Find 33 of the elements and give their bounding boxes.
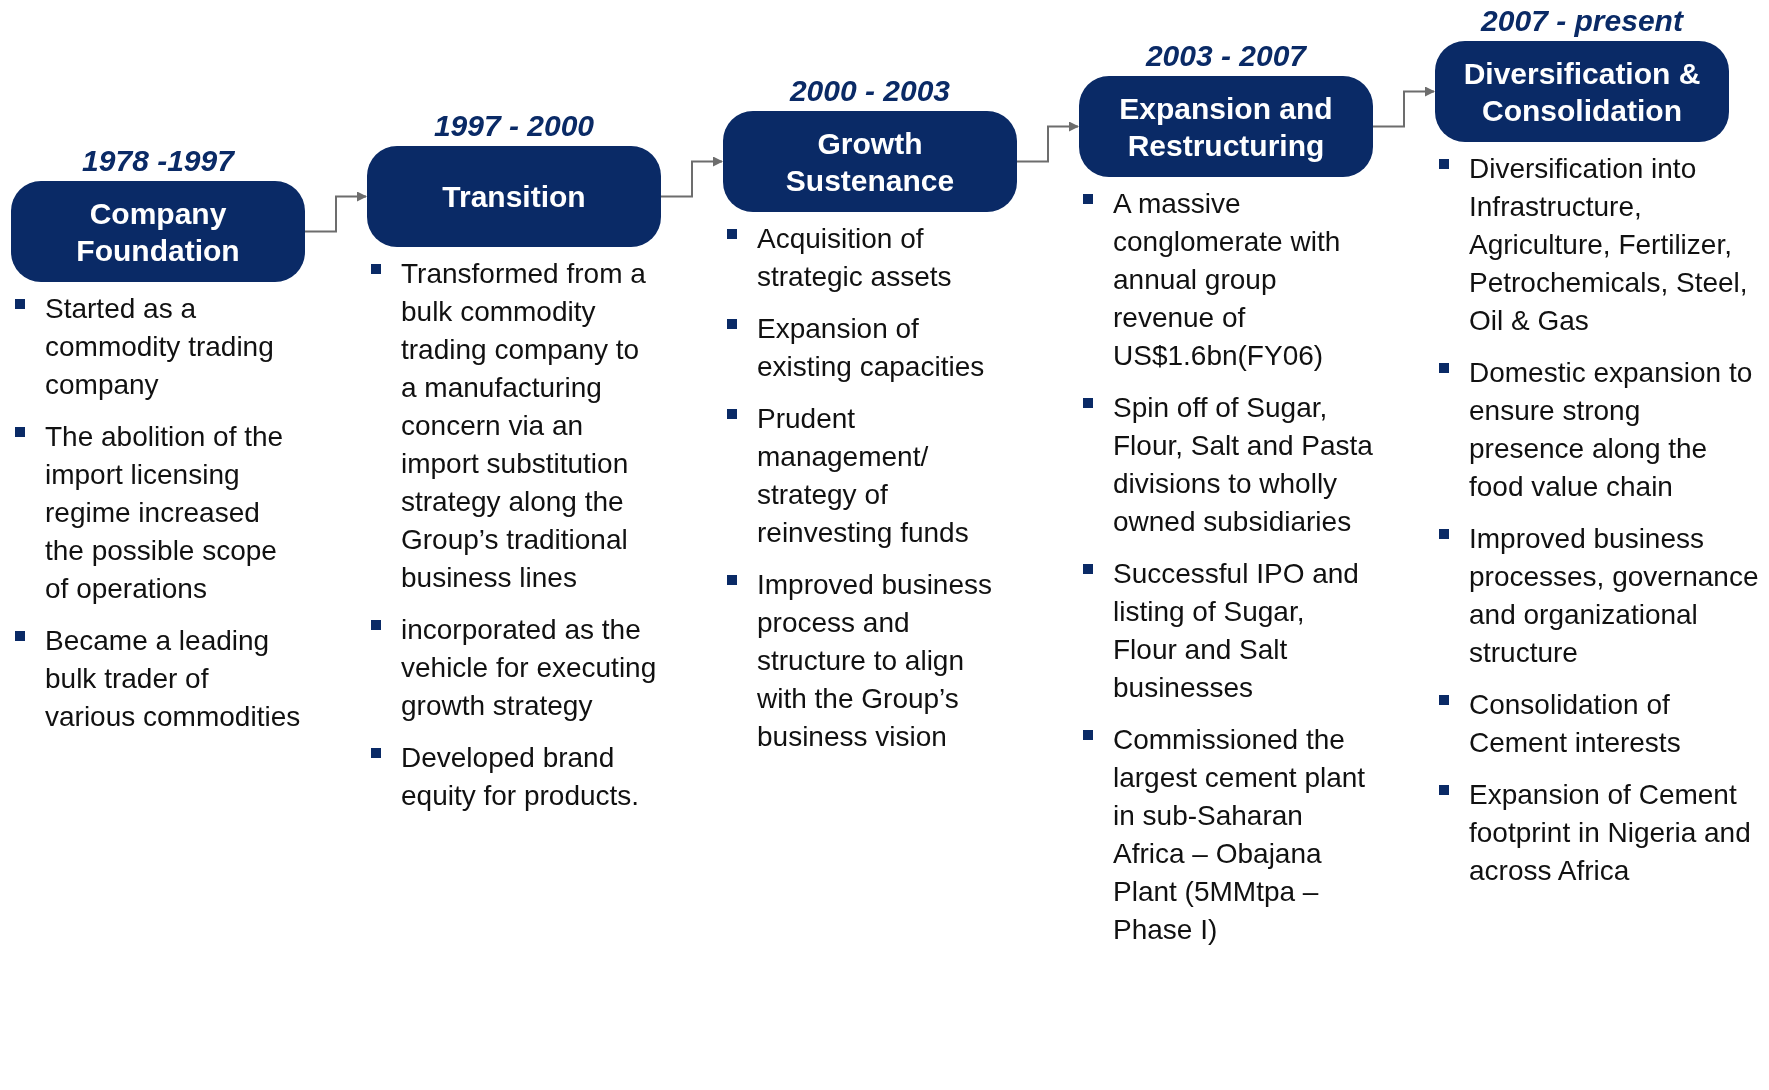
bullet-text: Expansion of Cement footprint in Nigeria and across Africa bbox=[1469, 778, 1752, 888]
bullet-text: The abolition of the import licensing regime increased the possible scope of operations bbox=[45, 420, 285, 606]
bullet-text: Prudent management/ strategy of reinvesting funds bbox=[757, 402, 970, 550]
arrow bbox=[304, 191, 367, 233]
stage-box: Diversification & Consolidation bbox=[1435, 41, 1729, 142]
period-label: 1997 - 2000 bbox=[433, 108, 595, 144]
bullet-text: Became a leading bulk trader of various commodities bbox=[45, 624, 302, 734]
bullet-text: Transformed from a bulk commodity trading company to a manufacturing concern via an import substitution strategy along the Group’s traditional business lines bbox=[401, 257, 647, 595]
arrow bbox=[1016, 121, 1079, 163]
period-label: 2003 - 2007 bbox=[1145, 38, 1307, 74]
bullet-text: Started as a commodity trading company bbox=[45, 292, 275, 402]
bullet-text: Domestic expansion to ensure strong presence along the food value chain bbox=[1469, 356, 1754, 504]
stage-box: Company Foundation bbox=[11, 181, 305, 282]
arrow bbox=[660, 156, 723, 198]
stage-box: Transition bbox=[367, 146, 661, 247]
bullet-text: Improved business process and structure to align with the Group’s business vision bbox=[757, 568, 993, 754]
bullet-text: A massive conglomerate with annual group revenue of US$1.6bn(FY06) bbox=[1113, 187, 1342, 373]
bullet-text: incorporated as the vehicle for executing growth strategy bbox=[401, 613, 658, 723]
bullet-text: Improved business processes, governance and organizational structure bbox=[1469, 522, 1759, 670]
stage-box: Expansion and Restructuring bbox=[1079, 76, 1373, 177]
bullet-text: Commissioned the largest cement plant in sub-Saharan Africa – Obajana Plant (5MMtpa – Phase I) bbox=[1113, 723, 1367, 947]
bullet-text: Acquisition of strategic assets bbox=[757, 222, 953, 294]
period-label: 2007 - present bbox=[1481, 3, 1683, 39]
bullet-text: Spin off of Sugar, Flour, Salt and Pasta divisions to wholly owned subsidiaries bbox=[1113, 391, 1373, 539]
stage-box: Growth Sustenance bbox=[723, 111, 1017, 212]
period-label: 2000 - 2003 bbox=[789, 73, 951, 109]
bullet-text: Expansion of existing capacities bbox=[757, 312, 986, 384]
period-label: 1978 -1997 bbox=[82, 143, 234, 179]
bullet-text: Successful IPO and listing of Sugar, Flour and Salt businesses bbox=[1113, 557, 1360, 705]
bullet-text: Consolidation of Cement interests bbox=[1469, 688, 1682, 760]
bullet-text: Diversification into Infrastructure, Agriculture, Fertilizer, Petrochemicals, Steel, Oil & Gas bbox=[1469, 152, 1749, 338]
arrow bbox=[1372, 86, 1435, 128]
bullet-text: Developed brand equity for products. bbox=[401, 741, 641, 813]
